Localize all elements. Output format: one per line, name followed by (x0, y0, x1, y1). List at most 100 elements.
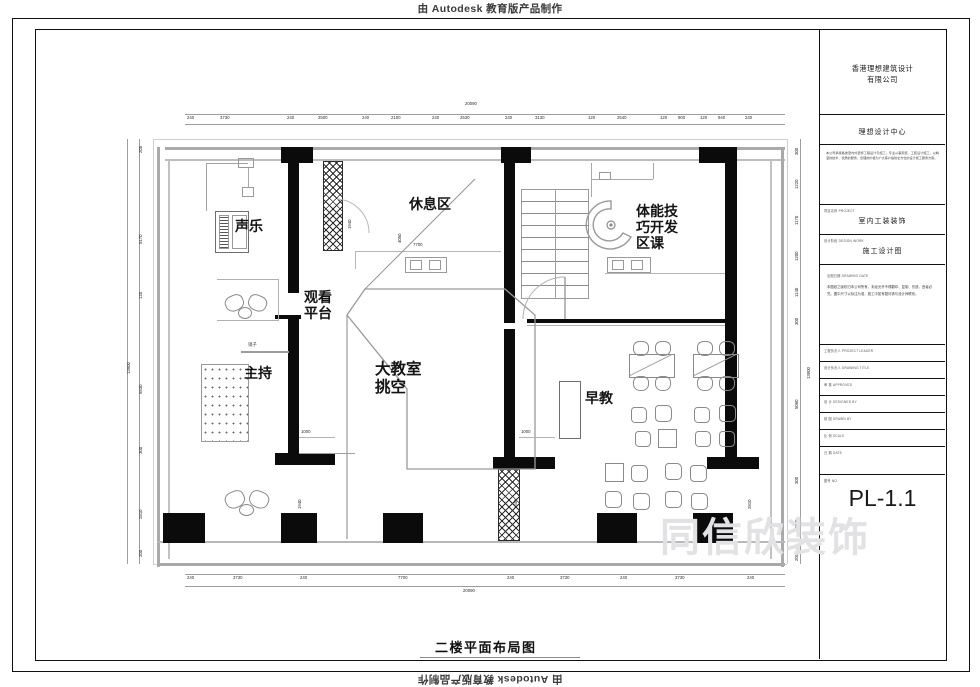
tb-row-3: 设 计 DESIGNED BY (820, 396, 945, 413)
dim-left-3: 5530 (138, 384, 143, 394)
room-label-vocal: 声乐 (235, 219, 263, 235)
dim-left-0: 205 (138, 145, 143, 153)
wall-beam-left (275, 453, 335, 465)
watermark-bottom: 由 Autodesk 教育版产品制作 (417, 673, 563, 685)
column-bottom-1 (163, 513, 205, 543)
seat-shape-4 (719, 405, 736, 422)
door-swing-right (522, 276, 566, 320)
drawing-sheet: 240 3730 240 2500 240 2100 240 2530 240 … (12, 18, 970, 672)
dim-top-5: 2100 (391, 115, 401, 120)
wall-left-inner (168, 159, 170, 559)
dim-right-7: 300 (794, 476, 799, 484)
plan-title-underline (420, 657, 580, 658)
wall-bottom-outer (157, 563, 785, 566)
tb-date-label: 出图日期 DRAWING DATE (827, 274, 869, 278)
host-platform-hatch (201, 364, 249, 442)
dim-bot-8: 240 (747, 575, 755, 580)
tb-drawing: 设计阶段 DESIGN WORK 施工设计图 (820, 235, 945, 265)
column-top-3 (699, 147, 737, 163)
spiral-stair-icon (585, 200, 632, 250)
dim-bot-2: 240 (300, 575, 308, 580)
tb-row-4-label: 制 图 DRAWN BY (824, 417, 852, 421)
dim-top-8: 240 (505, 115, 513, 120)
dim-bot-1: 3730 (233, 575, 243, 580)
wall-beam-center (493, 457, 555, 469)
partition-sofa-top (217, 279, 279, 280)
vocal-equipment-keys (219, 215, 229, 249)
seat-shape-11 (665, 463, 682, 480)
table-1-chair-4 (655, 376, 671, 391)
tb-company: 香港理想建筑设计 有限公司 (820, 29, 945, 115)
rest-area-partition (355, 251, 501, 252)
table-2-chair-4 (719, 376, 735, 391)
fixture-line-h (206, 163, 248, 164)
wall-vertical-lower-left (288, 317, 299, 453)
rest-fixture-group (405, 257, 447, 273)
tb-row-3-label: 设 计 DESIGNED BY (824, 400, 857, 404)
dim-inner-1940b: 1940 (297, 499, 302, 509)
dim-1000-left: 1000 (301, 429, 311, 434)
dim-top-1: 3730 (220, 115, 230, 120)
dim-right-total: 13900 (806, 367, 811, 379)
wall-vertical-center (504, 163, 515, 323)
tb-company-text: 香港理想建筑设计 有限公司 (851, 64, 914, 85)
seat-shape-5 (635, 431, 651, 447)
dim-right-5: 300 (794, 317, 799, 325)
seat-shape-15 (665, 491, 682, 508)
dim-top-13: 900 (678, 115, 686, 120)
dim-line-left2 (139, 139, 140, 564)
tb-sheet-value: PL-1.1 (848, 485, 917, 511)
partition-sofa-bottom (217, 320, 279, 321)
table-1-chair-1 (633, 341, 649, 356)
room-label-rest: 休息区 (409, 197, 451, 213)
tb-note: 出图日期 DRAWING DATE 本图纸之版权归本公司所有，未经允许不得翻印、… (820, 265, 945, 345)
physical-fixture-2 (631, 260, 643, 270)
dim-top-3: 2500 (318, 115, 328, 120)
dim-left-2: 120 (138, 291, 143, 299)
column-bottom-5 (693, 513, 733, 543)
dim-bot-4: 240 (507, 575, 515, 580)
wall-left-outer (157, 147, 160, 567)
dim-right-0: 300 (794, 147, 799, 155)
room-label-host: 主持 (244, 366, 272, 382)
dim-right-4: 1140 (794, 287, 799, 297)
pipe-fixture-1 (599, 172, 611, 180)
dim-top-9: 3130 (535, 115, 545, 120)
dim-line-top (185, 114, 785, 115)
seat-shape-7 (695, 431, 711, 447)
table-1-chair-3 (633, 376, 649, 391)
wall-beam-right (707, 457, 759, 469)
seat-shape-13 (605, 491, 622, 508)
dim-top-0: 240 (187, 115, 195, 120)
tb-row-0-label: 工程负责人 PROJECT LEADER (824, 349, 874, 353)
dim-right-3: 1200 (794, 251, 799, 261)
seat-shape-14 (633, 493, 650, 510)
table-1 (629, 354, 675, 378)
tb-description-text: 本公司承接各类室内外装饰工程设计与施工，专业从事家装、工装设计施工，以精湛的技术… (826, 151, 939, 161)
fixture-box-1 (238, 158, 254, 168)
dim-top-16: 240 (745, 115, 753, 120)
classroom-diagonal (346, 178, 476, 539)
wall-bottom-inner (157, 541, 785, 543)
column-bottom-3 (383, 513, 423, 543)
dim-top-6: 240 (432, 115, 440, 120)
partition-sofa-right (278, 279, 279, 321)
tb-row-5-label: 比 例 SCALE (824, 434, 845, 438)
vocal-equipment-outer (215, 211, 249, 253)
table-1-chair-2 (655, 341, 671, 356)
fixture-connector (248, 168, 249, 188)
label-mirror: 镜子 (248, 343, 257, 348)
wall-partition-right-line (527, 325, 725, 326)
wall-beam-left-edge (299, 453, 355, 454)
dim-bot-3: 7700 (398, 575, 408, 580)
wall-stub-left (275, 315, 301, 319)
dim-line-right2 (800, 139, 801, 564)
tb-row-6-label: 日 期 DATE (824, 451, 843, 455)
dim-1000-center-line (519, 437, 555, 438)
column-bottom-4 (597, 513, 637, 543)
dim-top-7: 2530 (460, 115, 470, 120)
watermark-center: 同信欣装饰 (660, 515, 870, 561)
tb-drawing-value: 施工设计图 (862, 248, 903, 255)
tb-note-text: 本图纸之版权归本公司所有，未经允许不得翻印、复制、仿造，违者必究。图中尺寸以标注… (827, 284, 933, 296)
hatched-column-1 (323, 161, 343, 251)
